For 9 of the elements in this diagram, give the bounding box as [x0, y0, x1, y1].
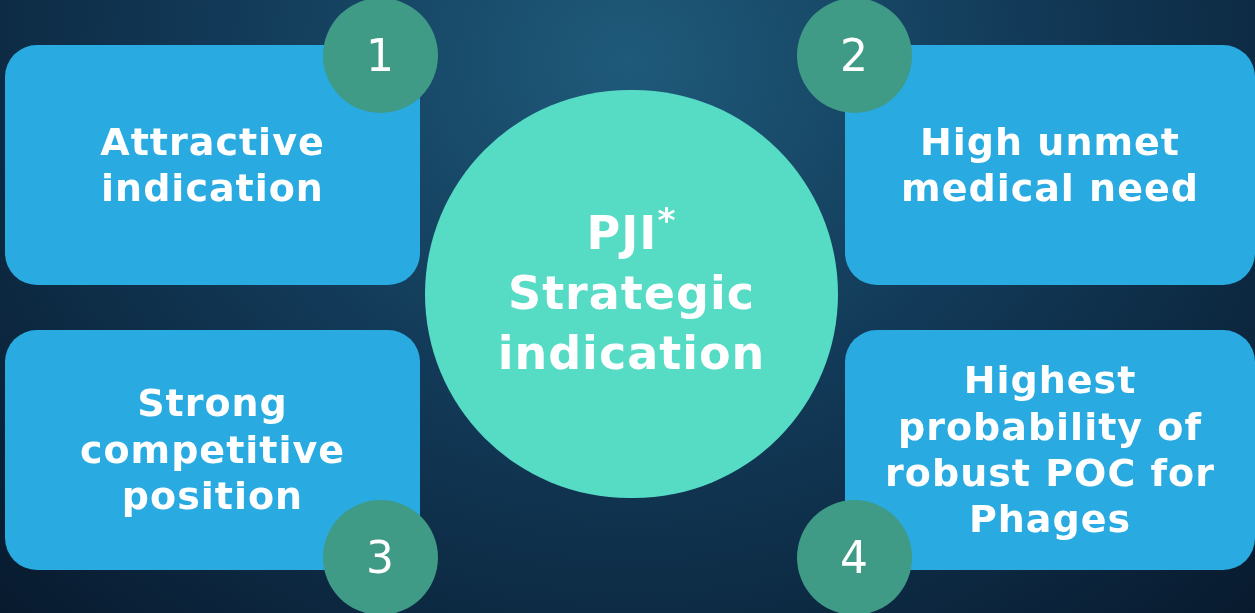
- number-label: 3: [366, 530, 395, 585]
- card-label: Highest probability of robust POC for Phages: [884, 357, 1216, 543]
- card-label: High unmet medical need: [900, 118, 1200, 212]
- card-label: Attractive indication: [99, 118, 326, 212]
- number-label: 4: [840, 530, 869, 585]
- card-label: Strong competitive position: [78, 380, 347, 520]
- hub-label: PJI$^{*}$ Strategic indication: [496, 204, 767, 382]
- number-label: 2: [840, 28, 869, 83]
- number-label: 1: [366, 28, 395, 83]
